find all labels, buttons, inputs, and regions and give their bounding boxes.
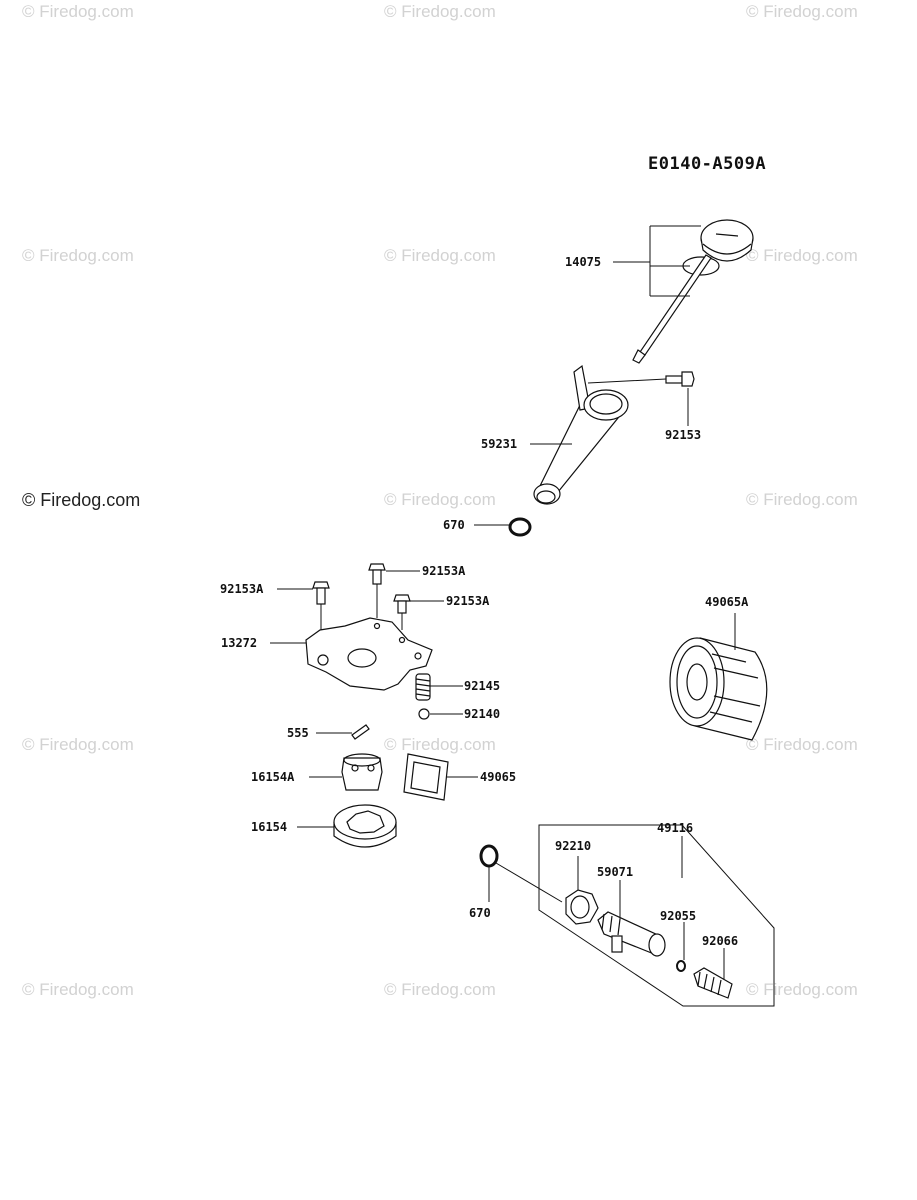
- fitting-part[interactable]: [597, 911, 666, 957]
- part-label-49065A[interactable]: 49065A: [705, 595, 749, 609]
- part-label-16154[interactable]: 16154: [251, 820, 287, 834]
- watermark: © Firedog.com: [22, 246, 134, 265]
- leader-line: [488, 862, 563, 903]
- leader-line: [277, 588, 322, 640]
- part-label-92153A-2[interactable]: 92153A: [422, 564, 466, 578]
- watermark: © Firedog.com: [22, 980, 134, 999]
- watermark: © Firedog.com: [746, 246, 858, 265]
- dipstick-part[interactable]: [632, 219, 754, 364]
- ball-part[interactable]: [418, 708, 430, 720]
- cover-plate-part[interactable]: [305, 617, 433, 691]
- oil-filter-part[interactable]: [669, 637, 768, 741]
- leader-line: [613, 225, 701, 297]
- filler-pipe-part[interactable]: [533, 364, 629, 505]
- bolt-part[interactable]: [312, 581, 330, 605]
- part-label-92153A-1[interactable]: 92153A: [220, 582, 264, 596]
- o-ring-part[interactable]: [479, 844, 499, 868]
- watermark: © Firedog.com: [746, 490, 858, 509]
- part-label-13272[interactable]: 13272: [221, 636, 257, 650]
- nut-part[interactable]: [565, 889, 599, 925]
- part-label-555[interactable]: 555: [287, 726, 309, 740]
- gasket-part[interactable]: [403, 753, 449, 801]
- part-label-59071[interactable]: 59071: [597, 865, 633, 879]
- leader-line: [587, 378, 689, 426]
- watermark: © Firedog.com: [384, 2, 496, 21]
- watermark: © Firedog.com: [22, 735, 134, 754]
- watermark: © Firedog.com: [384, 735, 496, 754]
- bolt-part[interactable]: [368, 563, 386, 585]
- part-label-670-top[interactable]: 670: [443, 518, 465, 532]
- part-label-49116[interactable]: 49116: [657, 821, 693, 835]
- plug-part[interactable]: [693, 967, 733, 999]
- watermark: © Firedog.com: [22, 2, 134, 21]
- o-ring-part[interactable]: [508, 517, 532, 537]
- diagram-code: E0140-A509A: [648, 154, 767, 174]
- part-label-92140[interactable]: 92140: [464, 707, 500, 721]
- part-label-92153A-3[interactable]: 92153A: [446, 594, 490, 608]
- part-label-92153[interactable]: 92153: [665, 428, 701, 442]
- part-label-59231[interactable]: 59231: [481, 437, 517, 451]
- leader-line: [376, 570, 420, 618]
- pin-part[interactable]: [351, 724, 370, 740]
- watermark: © Firedog.com: [384, 490, 496, 509]
- part-label-92145[interactable]: 92145: [464, 679, 500, 693]
- inner-rotor-part[interactable]: [341, 753, 383, 791]
- ring-part[interactable]: [676, 960, 686, 972]
- part-label-670-bottom[interactable]: 670: [469, 906, 491, 920]
- watermark: © Firedog.com: [384, 980, 496, 999]
- spring-part[interactable]: [415, 673, 431, 701]
- part-label-16154A[interactable]: 16154A: [251, 770, 295, 784]
- bolt-part[interactable]: [393, 594, 411, 614]
- part-label-92055[interactable]: 92055: [660, 909, 696, 923]
- bolt-part[interactable]: [665, 371, 695, 387]
- outer-rotor-part[interactable]: [333, 804, 397, 848]
- assembly-frame: [538, 824, 775, 1007]
- part-label-92066[interactable]: 92066: [702, 934, 738, 948]
- part-label-92210[interactable]: 92210: [555, 839, 591, 853]
- watermark: © Firedog.com: [384, 246, 496, 265]
- watermark: © Firedog.com: [746, 735, 858, 754]
- part-label-49065[interactable]: 49065: [480, 770, 516, 784]
- leader-line: [401, 600, 444, 630]
- watermark-dark: © Firedog.com: [22, 490, 141, 510]
- watermark: © Firedog.com: [746, 2, 858, 21]
- part-label-14075[interactable]: 14075: [565, 255, 601, 269]
